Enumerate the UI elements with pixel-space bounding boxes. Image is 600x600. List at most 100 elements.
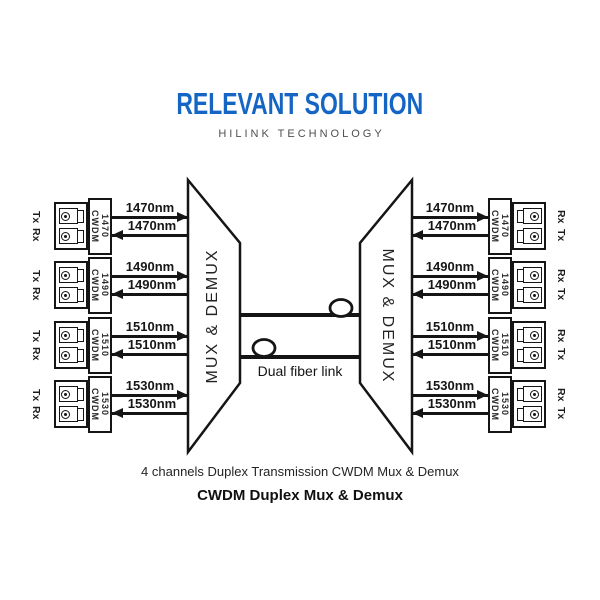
lc-duplex-connector-icon	[512, 261, 546, 309]
cwdm-module-label: CWDM 1470	[88, 198, 112, 255]
tx-line	[112, 393, 188, 397]
rx-line	[412, 215, 488, 219]
cwdm-module-label: CWDM 1470	[488, 198, 512, 255]
fiber-loop-top-icon	[328, 298, 354, 318]
port-label-tx: Tx	[555, 287, 567, 301]
tx-line	[112, 274, 188, 278]
lc-plug-icon	[516, 347, 542, 363]
port-label-rx: Rx	[30, 347, 42, 361]
wavelength-label-tx: 1490nm	[125, 259, 175, 274]
cwdm-module-label: CWDM 1490	[88, 257, 112, 314]
cwdm-module-label: CWDM 1530	[88, 376, 112, 433]
wavelength-label-rx: 1510nm	[127, 337, 177, 352]
port-label-rx: Rx	[30, 287, 42, 301]
lc-plug-icon	[516, 267, 542, 283]
cwdm-module-label: CWDM 1510	[88, 317, 112, 374]
tx-arrowhead-icon	[412, 229, 423, 240]
tx-line	[412, 233, 488, 237]
rx-line	[412, 274, 488, 278]
wavelength-label-rx: 1490nm	[127, 277, 177, 292]
rx-arrowhead-icon	[112, 407, 123, 418]
tx-arrowhead-icon	[412, 288, 423, 299]
wavelength-label-tx: 1530nm	[427, 396, 477, 411]
wavelength-label-tx: 1510nm	[427, 337, 477, 352]
port-label-rx: Rx	[30, 406, 42, 420]
mux-demux-label-right: MUX & DEMUX	[379, 248, 396, 384]
lc-plug-icon	[58, 327, 84, 343]
lc-duplex-connector-icon	[512, 321, 546, 369]
port-label-rx: Rx	[30, 228, 42, 242]
lc-plug-icon	[58, 406, 84, 422]
wavelength-label-rx: 1470nm	[425, 200, 475, 215]
tx-line	[412, 411, 488, 415]
rx-arrowhead-icon	[477, 389, 488, 400]
lc-plug-icon	[58, 267, 84, 283]
tx-line	[412, 352, 488, 356]
port-label-rx: Rx	[555, 388, 567, 402]
wavelength-label-tx: 1510nm	[125, 319, 175, 334]
port-label-tx: Tx	[555, 406, 567, 420]
lc-duplex-connector-icon	[54, 261, 88, 309]
lc-duplex-connector-icon	[54, 321, 88, 369]
brand-subtitle: HILINK TECHNOLOGY	[218, 128, 385, 140]
lc-plug-icon	[516, 287, 542, 303]
mux-demux-label-left: MUX & DEMUX	[204, 248, 221, 384]
port-label-rx: Rx	[555, 210, 567, 224]
rx-arrowhead-icon	[477, 330, 488, 341]
wavelength-label-rx: 1470nm	[127, 218, 177, 233]
cwdm-module-label: CWDM 1490	[488, 257, 512, 314]
lc-plug-icon	[516, 228, 542, 244]
tx-arrowhead-icon	[177, 330, 188, 341]
wavelength-label-rx: 1530nm	[425, 378, 475, 393]
rx-line	[112, 292, 188, 296]
rx-line	[412, 334, 488, 338]
lc-plug-icon	[516, 386, 542, 402]
port-label-tx: Tx	[30, 388, 42, 402]
fiber-loop-bottom-icon	[251, 338, 277, 358]
lc-plug-icon	[58, 208, 84, 224]
rx-arrowhead-icon	[112, 288, 123, 299]
lc-plug-icon	[58, 228, 84, 244]
rx-line	[412, 393, 488, 397]
rx-arrowhead-icon	[112, 348, 123, 359]
tx-arrowhead-icon	[412, 407, 423, 418]
lc-duplex-connector-icon	[512, 380, 546, 428]
cwdm-module-label: CWDM 1510	[488, 317, 512, 374]
rx-arrowhead-icon	[477, 211, 488, 222]
lc-duplex-connector-icon	[512, 202, 546, 250]
lc-plug-icon	[58, 347, 84, 363]
caption-description: 4 channels Duplex Transmission CWDM Mux …	[141, 464, 459, 479]
tx-line	[112, 334, 188, 338]
rx-arrowhead-icon	[477, 270, 488, 281]
port-label-tx: Tx	[30, 269, 42, 283]
wavelength-label-rx: 1510nm	[425, 319, 475, 334]
tx-arrowhead-icon	[177, 270, 188, 281]
wavelength-label-rx: 1530nm	[127, 396, 177, 411]
cwdm-module-label: CWDM 1530	[488, 376, 512, 433]
lc-plug-icon	[58, 287, 84, 303]
tx-arrowhead-icon	[412, 348, 423, 359]
tx-line	[412, 292, 488, 296]
port-label-rx: Rx	[555, 269, 567, 283]
wavelength-label-tx: 1490nm	[427, 277, 477, 292]
lc-plug-icon	[516, 208, 542, 224]
wavelength-label-tx: 1470nm	[427, 218, 477, 233]
wavelength-label-tx: 1530nm	[125, 378, 175, 393]
wavelength-label-rx: 1490nm	[425, 259, 475, 274]
rx-arrowhead-icon	[112, 229, 123, 240]
brand-logo: RELEVANT SOLUTION	[0, 88, 600, 119]
tx-arrowhead-icon	[177, 389, 188, 400]
port-label-rx: Rx	[555, 329, 567, 343]
lc-duplex-connector-icon	[54, 380, 88, 428]
wavelength-label-tx: 1470nm	[125, 200, 175, 215]
lc-plug-icon	[516, 406, 542, 422]
caption-title: CWDM Duplex Mux & Demux	[197, 487, 403, 504]
port-label-tx: Tx	[30, 210, 42, 224]
lc-plug-icon	[58, 386, 84, 402]
tx-line	[112, 215, 188, 219]
rx-line	[112, 411, 188, 415]
brand-text: RELEVANT SOLUTION	[176, 86, 424, 121]
fiber-link-label: Dual fiber link	[257, 363, 343, 379]
rx-line	[112, 352, 188, 356]
